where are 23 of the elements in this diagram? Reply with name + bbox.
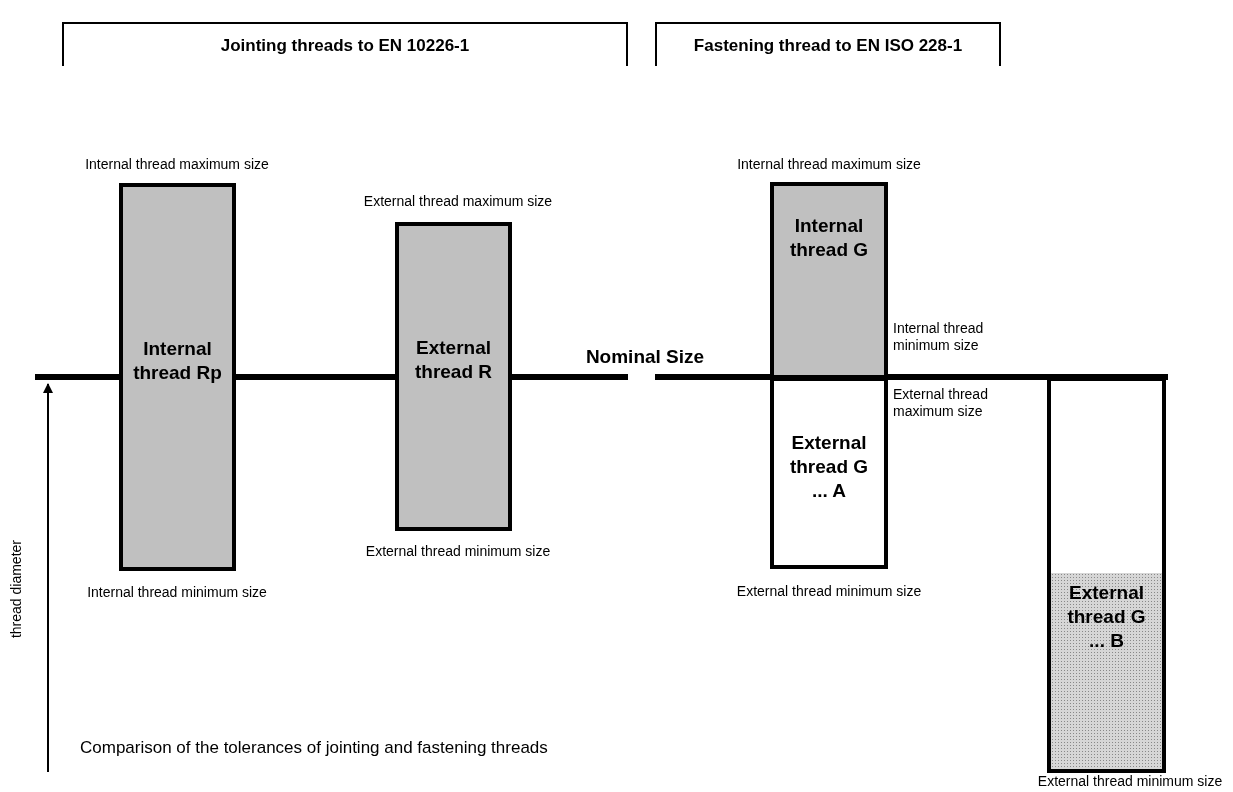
zone-label: Internal thread G bbox=[788, 214, 870, 262]
limit-size-label: Internal thread maximum size bbox=[736, 156, 922, 173]
limit-size-label: External thread minimum size bbox=[364, 543, 552, 560]
limit-size-label: Internal thread minimum size bbox=[86, 584, 268, 601]
zone-label: Internal thread Rp bbox=[132, 337, 223, 385]
limit-size-label: External thread maximum size bbox=[893, 386, 989, 420]
nominal-size-label: Nominal Size bbox=[584, 346, 706, 368]
limit-size-label: Internal thread minimum size bbox=[893, 320, 985, 354]
limit-size-label: External thread minimum size bbox=[1036, 773, 1224, 790]
tolerance-zone-box bbox=[395, 222, 512, 531]
tolerance-zone-box bbox=[119, 183, 236, 571]
group-heading: Jointing threads to EN 10226-1 bbox=[219, 36, 471, 56]
limit-size-label: Internal thread maximum size bbox=[84, 156, 270, 173]
limit-size-label: External thread maximum size bbox=[362, 193, 554, 210]
zone-label: External thread G ... B bbox=[1066, 581, 1147, 653]
limit-size-label: External thread minimum size bbox=[735, 583, 923, 600]
zone-label: External thread R bbox=[413, 336, 494, 384]
tolerance-zone-box bbox=[1047, 377, 1166, 773]
tolerance-zone-box bbox=[770, 377, 888, 569]
caption: Comparison of the tolerances of jointing and fastening threads bbox=[80, 738, 548, 758]
axis-label: thread diameter bbox=[8, 540, 24, 639]
zone-label: External thread G ... A bbox=[788, 431, 870, 503]
group-heading: Fastening thread to EN ISO 228-1 bbox=[692, 36, 964, 56]
